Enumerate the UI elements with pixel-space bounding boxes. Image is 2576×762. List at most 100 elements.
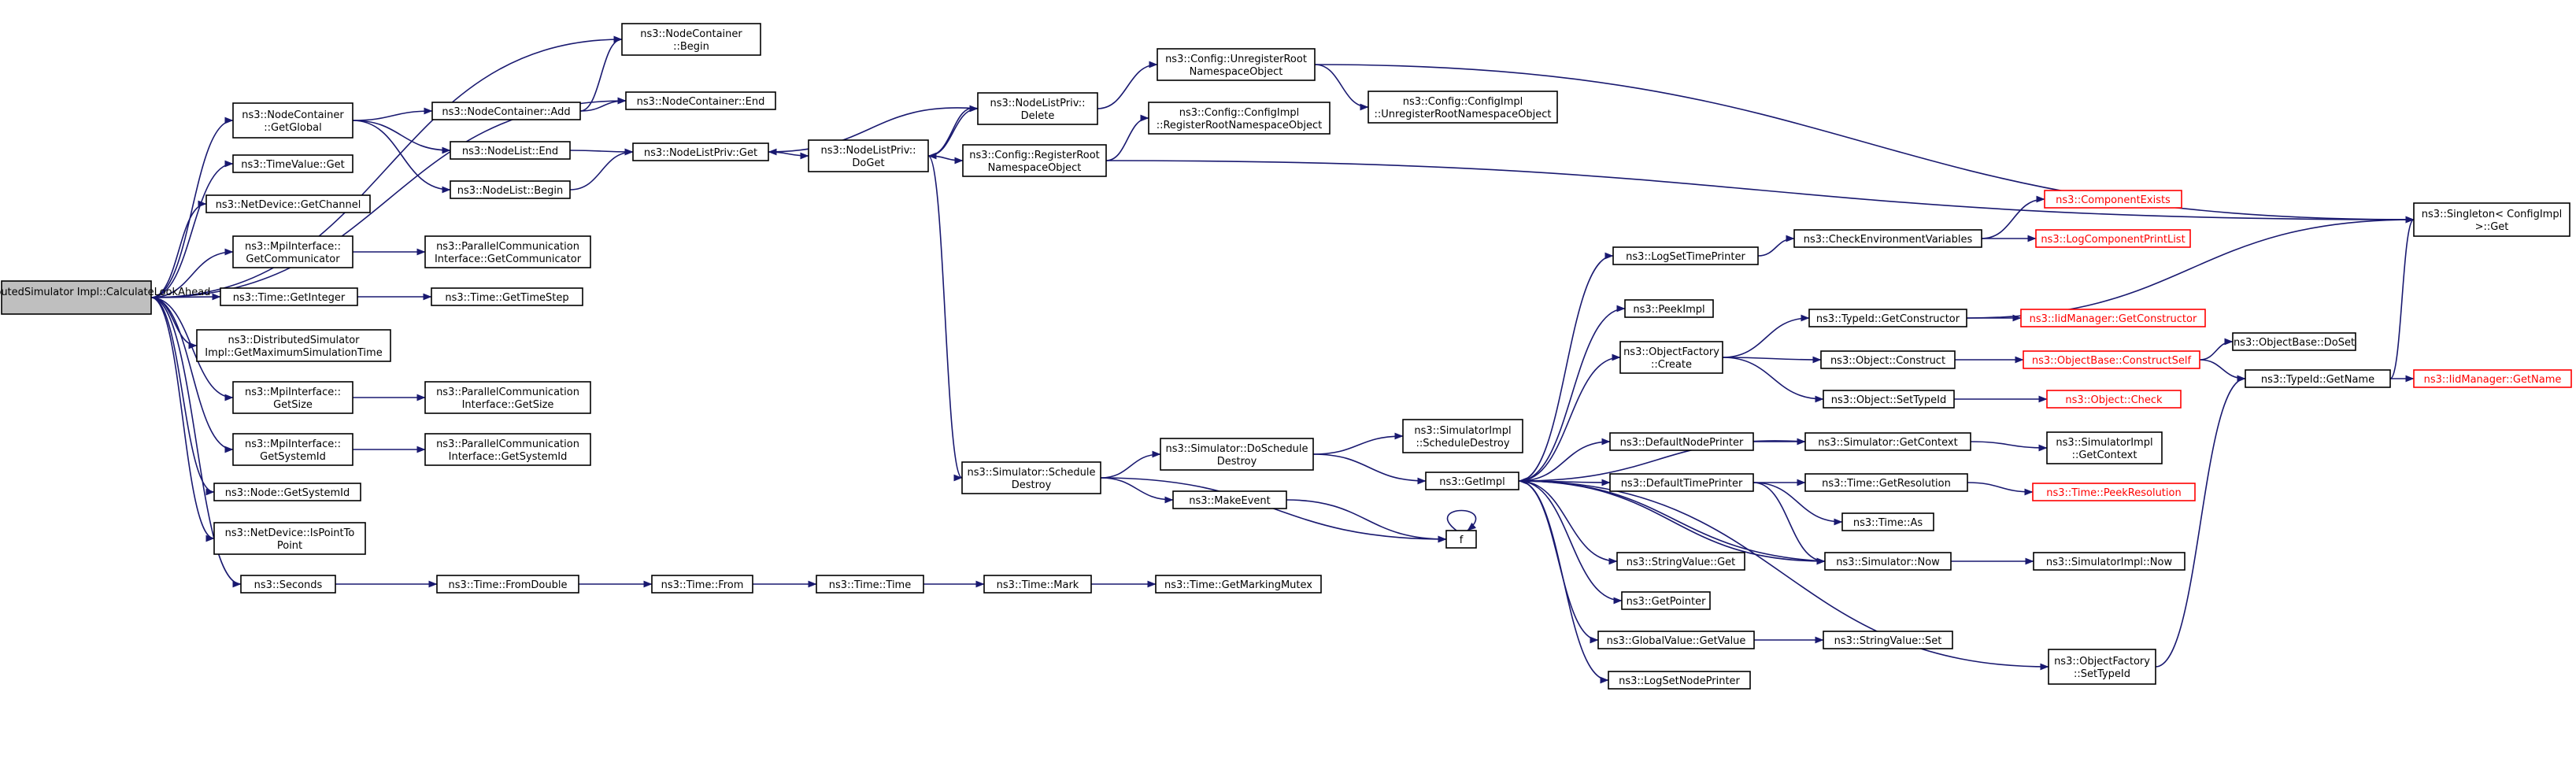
- node-time-peekresolution[interactable]: ns3::Time::PeekResolution: [2032, 483, 2196, 501]
- node-defaulttimeprinter[interactable]: ns3::DefaultTimePrinter: [1609, 473, 1754, 492]
- node-componentexists[interactable]: ns3::ComponentExists: [2044, 190, 2182, 209]
- node-logcomponentprintlist[interactable]: ns3::LogComponentPrintList: [2035, 229, 2191, 248]
- node-nl-begin[interactable]: ns3::NodeList::Begin: [450, 180, 571, 199]
- node-box: [1824, 552, 1952, 571]
- node-simimpl-getcontext[interactable]: ns3::SimulatorImpl::GetContext: [2046, 431, 2163, 464]
- node-logsetnodeprinter[interactable]: ns3::LogSetNodePrinter: [1608, 671, 1751, 690]
- node-time-time[interactable]: ns3::Time::Time: [816, 575, 924, 594]
- node-label: ns3::LogSetTimePrinter: [1626, 251, 1745, 263]
- node-box: [816, 575, 924, 594]
- node-nlp-get[interactable]: ns3::NodeListPriv::Get: [632, 142, 769, 161]
- node-peekimpl[interactable]: ns3::PeekImpl: [1624, 299, 1714, 318]
- node-objfactory-settypeid[interactable]: ns3::ObjectFactory::SetTypeId: [2048, 649, 2156, 685]
- node-box: [1616, 552, 1745, 571]
- node-object-construct[interactable]: ns3::Object::Construct: [1820, 350, 1956, 369]
- node-time-getmarkingmutex[interactable]: ns3::Time::GetMarkingMutex: [1155, 575, 1322, 594]
- node-timevalue-get[interactable]: ns3::TimeValue::Get: [232, 154, 353, 173]
- node-label: ns3::LogSetNodePrinter: [1619, 675, 1740, 687]
- node-box: [196, 329, 391, 362]
- node-mpi-getcomm[interactable]: ns3::MpiInterface::GetCommunicator: [232, 235, 353, 268]
- node-time-as[interactable]: ns3::Time::As: [1841, 512, 1934, 531]
- node-root[interactable]: ns3::DistributedSimulator Impl::Calculat…: [0, 280, 210, 315]
- node-nlp-delete[interactable]: ns3::NodeListPriv::Delete: [977, 92, 1098, 125]
- node-nlp-doget[interactable]: ns3::NodeListPriv::DoGet: [808, 139, 929, 172]
- node-box: [1608, 671, 1751, 690]
- edge-root-to-mpi-getcomm: [150, 248, 234, 298]
- node-nl-end[interactable]: ns3::NodeList::End: [450, 141, 571, 160]
- node-time-getresolution[interactable]: ns3::Time::GetResolution: [1804, 473, 1968, 492]
- node-iidmgr-getconstructor[interactable]: ns3::IidManager::GetConstructor: [2020, 309, 2206, 327]
- node-box: [1793, 229, 1982, 248]
- node-node-getsysid[interactable]: ns3::Node::GetSystemId: [213, 483, 361, 501]
- node-nc-add[interactable]: ns3::NodeContainer::Add: [431, 102, 581, 120]
- node-checkenvvars[interactable]: ns3::CheckEnvironmentVariables: [1793, 229, 1982, 248]
- edge-getimpl-to-peekimpl: [1518, 305, 1626, 482]
- node-makeevent[interactable]: ns3::MakeEvent: [1172, 490, 1287, 509]
- node-label: ns3::ComponentExists: [2056, 194, 2171, 206]
- node-box: [213, 483, 361, 501]
- node-getpointer[interactable]: ns3::GetPointer: [1621, 591, 1711, 610]
- node-cfgimpl-reg[interactable]: ns3::Config::ConfigImpl::RegisterRootNam…: [1148, 102, 1331, 135]
- edge-getimpl-to-getpointer: [1518, 480, 1623, 605]
- node-time-mark[interactable]: ns3::Time::Mark: [983, 575, 1092, 594]
- node-objfactory-create[interactable]: ns3::ObjectFactory::Create: [1619, 341, 1723, 374]
- node-simimpl-now[interactable]: ns3::SimulatorImpl::Now: [2033, 552, 2186, 571]
- edges-layer: [150, 35, 2415, 684]
- node-netdev-getchannel[interactable]: ns3::NetDevice::GetChannel: [205, 194, 371, 213]
- node-objectbase-doset[interactable]: ns3::ObjectBase::DoSet: [2232, 332, 2356, 351]
- node-object-check[interactable]: ns3::Object::Check: [2046, 390, 2182, 409]
- node-nc-getglobal[interactable]: ns3::NodeContainer::GetGlobal: [232, 102, 353, 139]
- node-time-getinteger[interactable]: ns3::Time::GetInteger: [220, 287, 358, 306]
- node-nc-end[interactable]: ns3::NodeContainer::End: [625, 91, 776, 110]
- node-objectbase-constructself[interactable]: ns3::ObjectBase::ConstructSelf: [2023, 350, 2200, 369]
- node-sim-now[interactable]: ns3::Simulator::Now: [1824, 552, 1952, 571]
- node-box: [2232, 332, 2356, 351]
- node-label: ns3::SimulatorImpl::Now: [2046, 557, 2173, 568]
- node-getimpl[interactable]: ns3::GetImpl: [1425, 472, 1519, 490]
- node-nc-begin[interactable]: ns3::NodeContainer::Begin: [621, 23, 761, 56]
- node-defaultnodeprinter[interactable]: ns3::DefaultNodePrinter: [1609, 432, 1754, 451]
- node-sim-getcontext[interactable]: ns3::Simulator::GetContext: [1804, 432, 1971, 451]
- node-object-settypeid[interactable]: ns3::Object::SetTypeId: [1823, 390, 1955, 409]
- node-box: [1148, 102, 1331, 135]
- node-cfgimpl-unreg[interactable]: ns3::Config::ConfigImpl::UnregisterRootN…: [1368, 91, 1558, 124]
- edge-checkenvvars-to-componentexists: [1981, 195, 2045, 239]
- node-f[interactable]: f: [1445, 530, 1477, 549]
- edge-cfg-reg-to-singleton: [1105, 160, 2415, 224]
- edge-sim-getcontext-to-simimpl-getcontext: [1970, 441, 2048, 452]
- node-box: [232, 433, 353, 466]
- edge-nlp-get-to-nlp-doget: [768, 151, 809, 160]
- node-stringvalue-set[interactable]: ns3::StringValue::Set: [1823, 631, 1953, 649]
- node-time-fromdouble[interactable]: ns3::Time::FromDouble: [436, 575, 579, 594]
- node-typeid-getconstructor[interactable]: ns3::TypeId::GetConstructor: [1808, 309, 1967, 327]
- node-box: [213, 522, 366, 555]
- edge-getimpl-to-logsettimeprinter: [1518, 252, 1614, 482]
- node-seconds[interactable]: ns3::Seconds: [240, 575, 336, 594]
- node-logsettimeprinter[interactable]: ns3::LogSetTimePrinter: [1612, 246, 1759, 265]
- node-singleton[interactable]: ns3::Singleton< ConfigImpl>::Get: [2413, 202, 2570, 237]
- node-stringvalue-get[interactable]: ns3::StringValue::Get: [1616, 552, 1745, 571]
- node-time-gettimestep[interactable]: ns3::Time::GetTimeStep: [431, 287, 583, 306]
- node-time-from[interactable]: ns3::Time::From: [651, 575, 753, 594]
- node-box: [977, 92, 1098, 125]
- node-globalvalue-getvalue[interactable]: ns3::GlobalValue::GetValue: [1597, 631, 1755, 649]
- node-typeid-getname[interactable]: ns3::TypeId::GetName: [2245, 369, 2391, 388]
- node-simimpl-scheduledestroy[interactable]: ns3::SimulatorImpl::ScheduleDestroy: [1402, 419, 1523, 453]
- node-box: [1609, 432, 1754, 451]
- node-iidmgr-getname[interactable]: ns3::IidManager::GetName: [2413, 369, 2572, 388]
- node-box: [1425, 472, 1519, 490]
- node-mpi-getsysid[interactable]: ns3::MpiInterface::GetSystemId: [232, 433, 353, 466]
- node-mpi-getsize[interactable]: ns3::MpiInterface::GetSize: [232, 381, 353, 414]
